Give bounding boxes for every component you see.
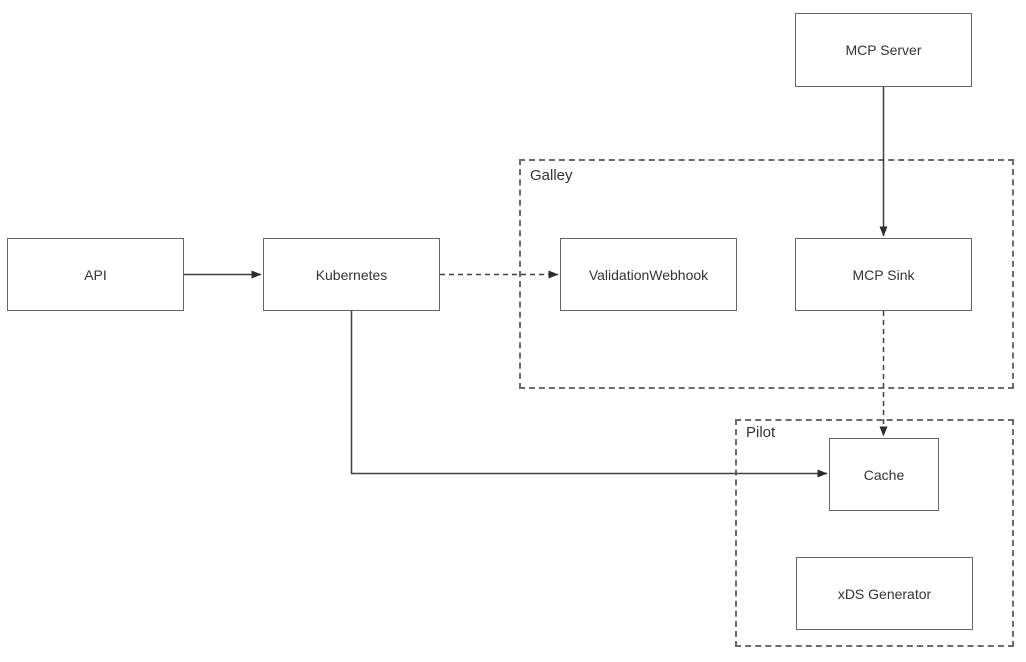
node-xds-generator: xDS Generator xyxy=(796,557,973,630)
node-api: API xyxy=(7,238,184,311)
node-kubernetes: Kubernetes xyxy=(263,238,440,311)
galley-container-label: Galley xyxy=(530,167,573,184)
node-mcp-sink: MCP Sink xyxy=(795,238,972,311)
pilot-container xyxy=(735,419,1014,647)
node-cache: Cache xyxy=(829,438,939,511)
node-validation-webhook: ValidationWebhook xyxy=(560,238,737,311)
node-mcp-server: MCP Server xyxy=(795,13,972,87)
